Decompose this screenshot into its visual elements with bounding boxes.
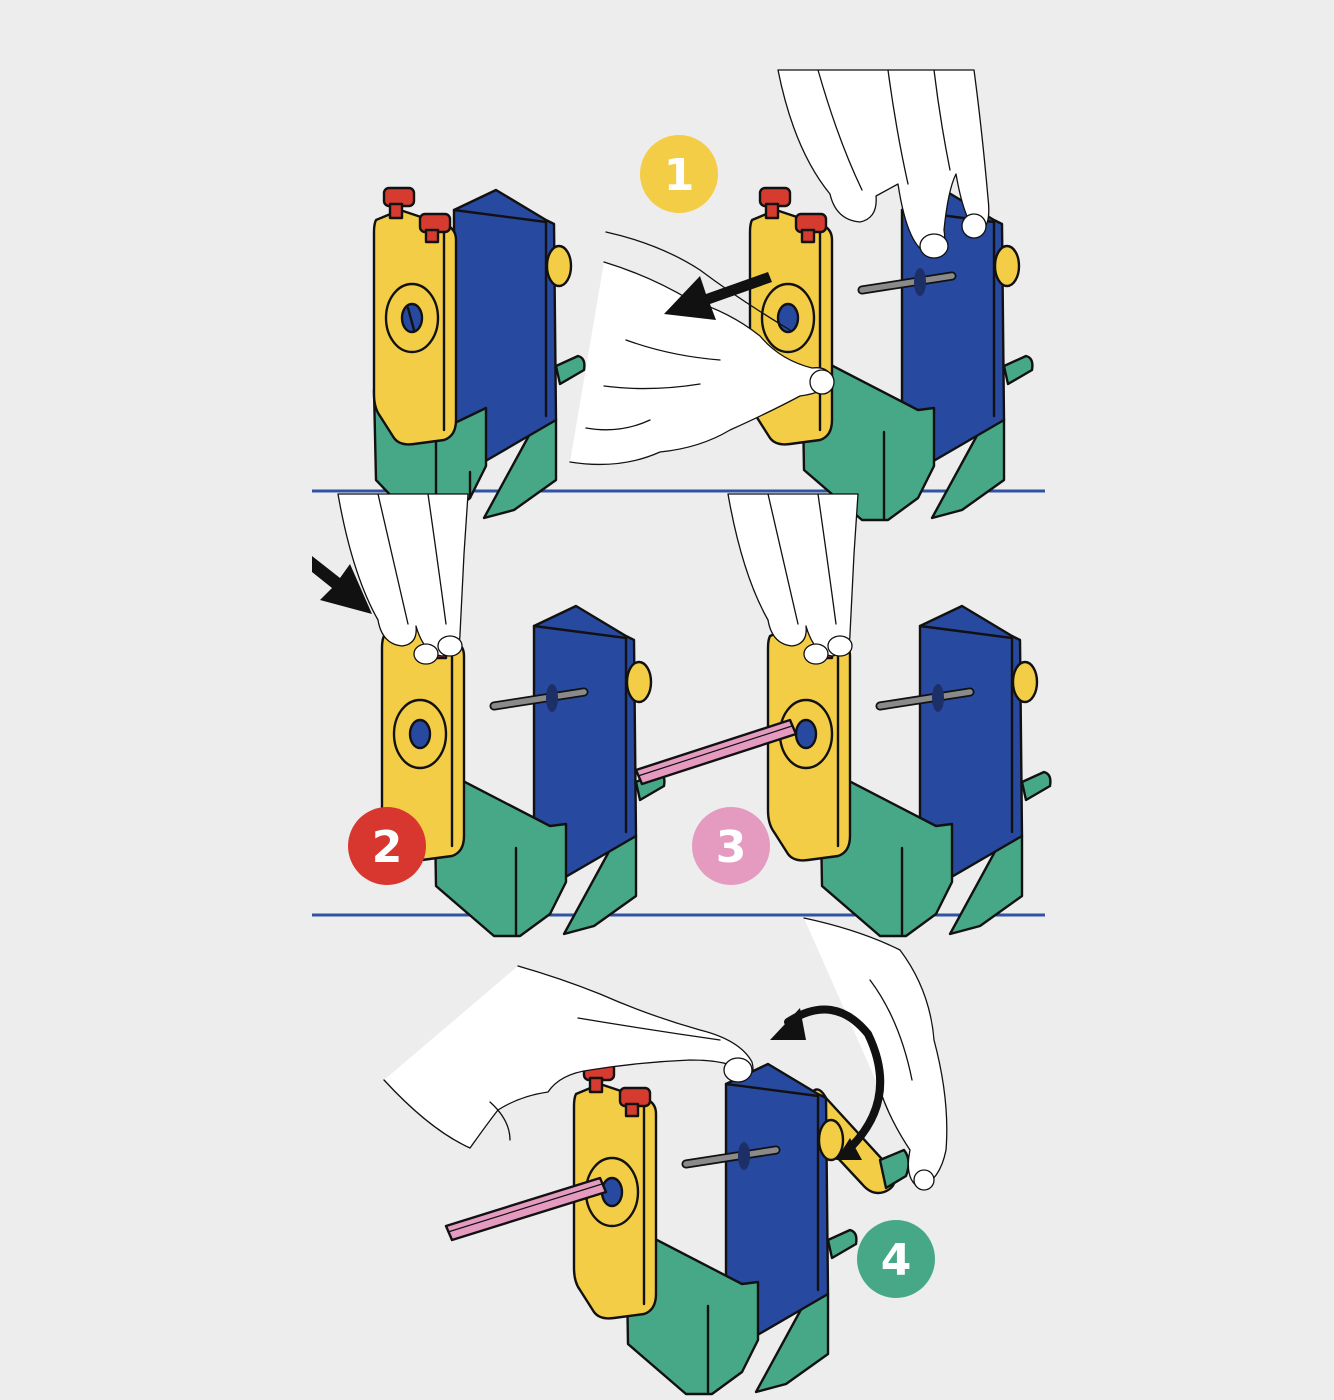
pencil-step-4 [444, 1176, 608, 1242]
step-number-1: 1 [664, 150, 695, 201]
step-badge-1: 1 [640, 135, 718, 213]
step-number-3: 3 [716, 822, 747, 873]
rotate-arrow-icon [770, 1005, 885, 1160]
step-3-panel: 3 [634, 493, 1050, 936]
pencil-step-3 [634, 718, 798, 786]
arrow-down-right-icon [312, 556, 372, 614]
sharpener-open [750, 188, 1032, 520]
hand-pulling [569, 231, 835, 466]
step-1-panel: 1 [372, 69, 1032, 522]
step-badge-2: 2 [348, 807, 426, 885]
hand-press-3 [727, 493, 859, 665]
hand-holding [383, 965, 754, 1149]
hand-press-2 [337, 493, 469, 665]
sharpener-closed [372, 186, 586, 522]
step-number-4: 4 [881, 1235, 912, 1286]
step-number-2: 2 [372, 822, 403, 873]
step-badge-3: 3 [692, 807, 770, 885]
sharpener-step-4 [574, 1062, 856, 1394]
arrow-left-icon [664, 272, 772, 320]
step-4-panel: 4 [383, 917, 948, 1394]
step-badge-4: 4 [857, 1220, 935, 1298]
hand-top [777, 69, 990, 259]
step-2-panel: 2 [312, 493, 664, 936]
